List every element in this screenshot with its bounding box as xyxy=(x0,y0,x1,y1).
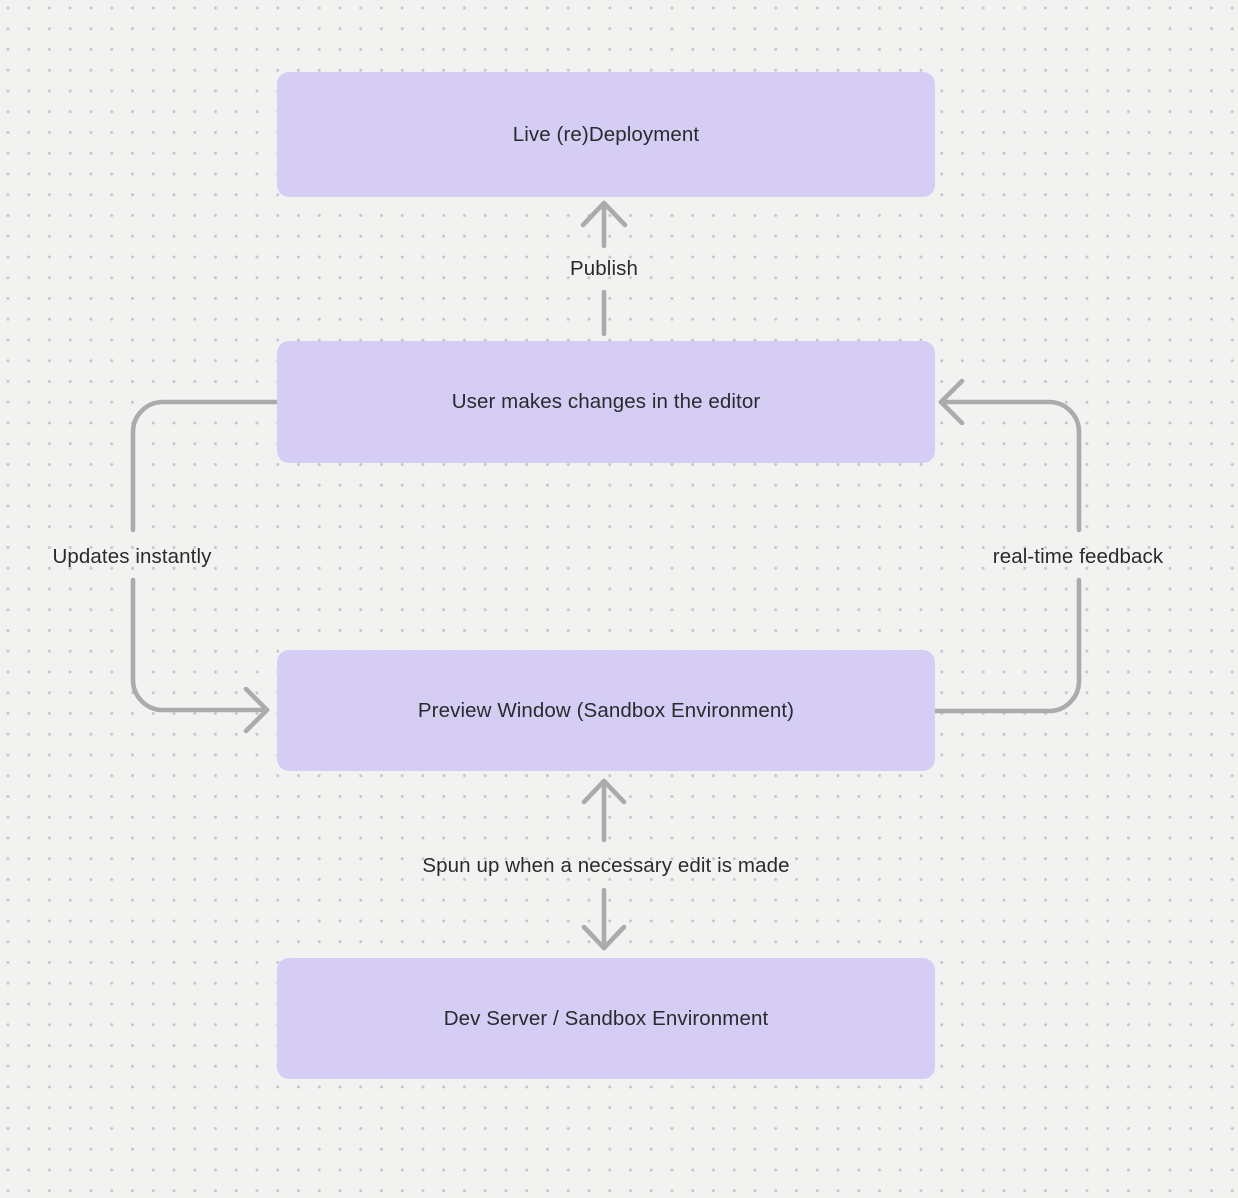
edge-label-realtime-feedback: real-time feedback xyxy=(992,545,1164,568)
edge-updates-shaft xyxy=(130,399,280,713)
node-live-deployment[interactable]: Live (re)Deployment xyxy=(277,72,935,197)
edge-label-spun-up: Spun up when a necessary edit is made xyxy=(422,854,790,877)
arrow-up-icon xyxy=(581,778,627,805)
node-label: Live (re)Deployment xyxy=(512,122,700,146)
arrow-right-icon xyxy=(243,686,270,734)
node-dev-server[interactable]: Dev Server / Sandbox Environment xyxy=(277,958,935,1079)
node-preview-window[interactable]: Preview Window (Sandbox Environment) xyxy=(277,650,935,771)
edge-label-updates-instantly: Updates instantly xyxy=(52,545,212,568)
edge-feedback-shaft xyxy=(932,399,1082,714)
node-label: User makes changes in the editor xyxy=(451,390,761,413)
arrow-down-icon xyxy=(581,924,627,951)
edge-realtime-feedback xyxy=(932,378,1082,714)
node-user-editor[interactable]: User makes changes in the editor xyxy=(277,341,935,463)
arrow-left-icon xyxy=(938,378,965,426)
edge-updates-instantly xyxy=(130,399,280,734)
edge-spun-up xyxy=(581,778,627,951)
arrow-up-icon xyxy=(580,200,628,228)
node-label: Preview Window (Sandbox Environment) xyxy=(417,698,795,722)
node-label: Dev Server / Sandbox Environment xyxy=(443,1006,769,1030)
edge-label-publish: Publish xyxy=(570,257,638,280)
edge-publish xyxy=(580,200,628,337)
